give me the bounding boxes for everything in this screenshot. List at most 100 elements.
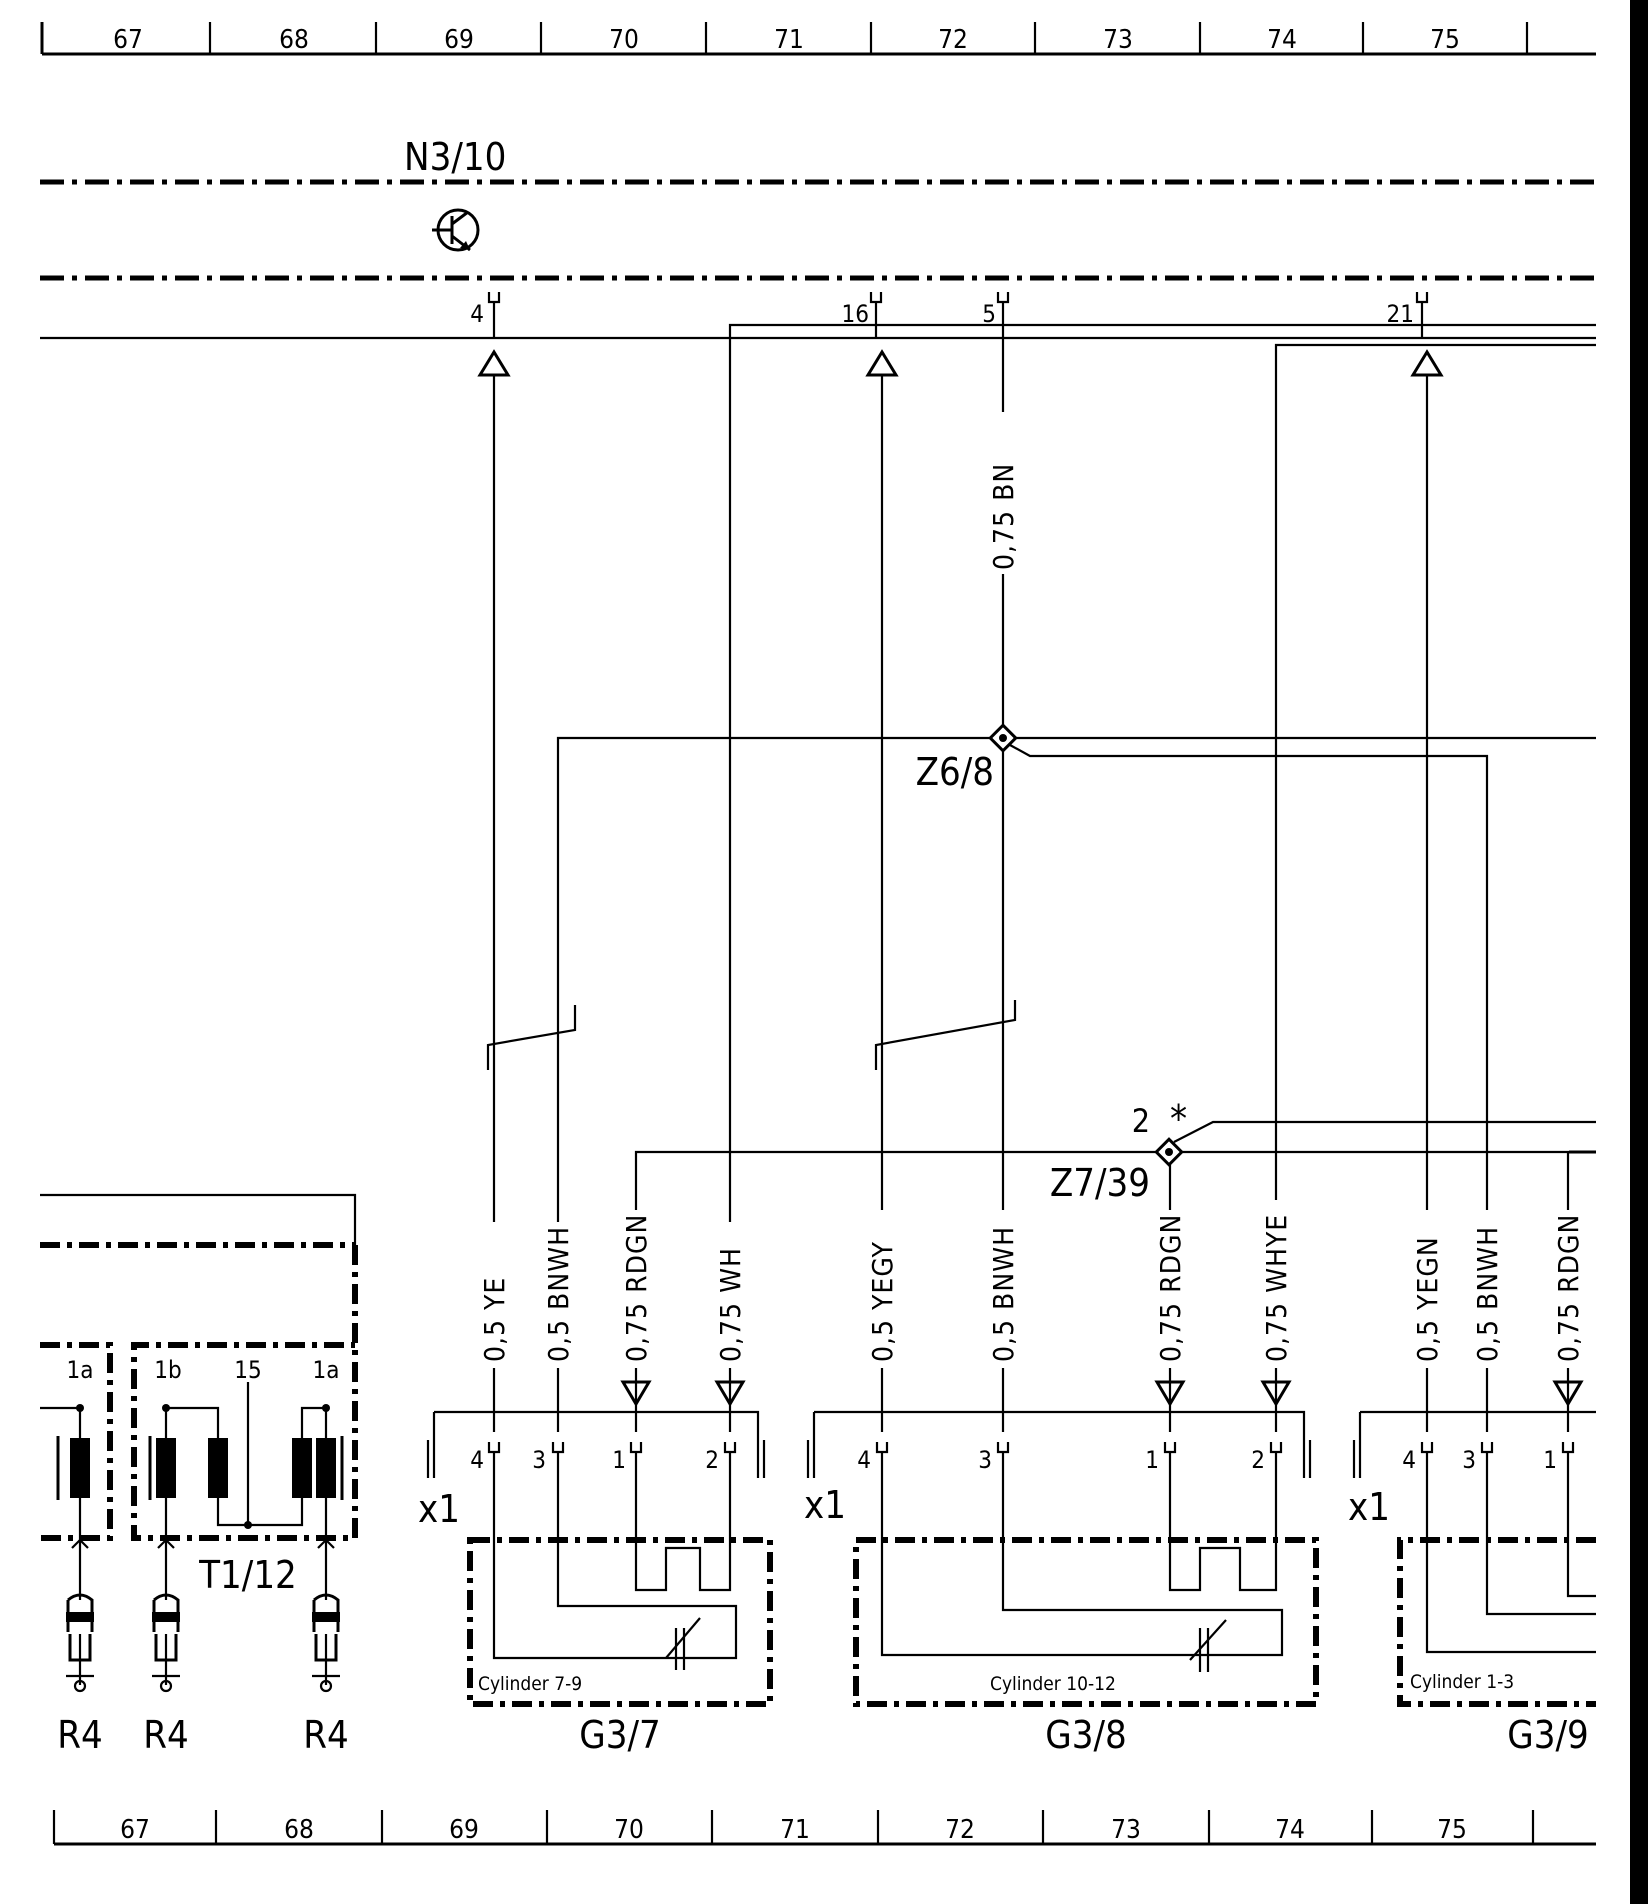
pin-label: 4 [1402,1446,1416,1474]
pin-label: 4 [857,1446,871,1474]
grid-col-71: 71 [774,25,804,55]
wire-label: 0,5 YEGN [1411,1236,1444,1362]
grid-col-72-bottom: 72 [945,1815,975,1845]
terminal-label: 1a [313,1356,340,1384]
grid-col-73: 73 [1103,25,1133,55]
cu-pin-16: 16 [842,300,869,328]
shield-triangle-icon [1552,1380,1584,1407]
terminal-label: 1a [67,1356,94,1384]
sensor-coil-icon [665,1617,701,1670]
spark-plug-icon [66,1593,94,1693]
sensor-coil-icon [1189,1619,1227,1672]
shield-triangle-icon [1260,1380,1292,1407]
grid-col-70: 70 [609,25,639,55]
pin-label: 2 [705,1446,719,1474]
pin-label: 3 [978,1446,992,1474]
grid-col-70-bottom: 70 [614,1815,644,1845]
grid-col-67-bottom: 67 [120,1815,150,1845]
grid-col-75: 75 [1430,25,1460,55]
control-unit-label: N3/10 [404,135,506,179]
wire-label: 0,5 YEGY [866,1241,899,1362]
transistor-icon [432,208,480,252]
spark-plug-icon [152,1593,180,1693]
transformer-label: T1/12 [198,1553,297,1597]
shield-triangle-icon [714,1380,746,1407]
splice-marker-asterisk: * [1170,1097,1187,1141]
sensor-g3-7: 4 3 1 2 x1 Cylinder 7-9 G3/7 [418,1368,773,1757]
grid-col-72: 72 [938,25,968,55]
wire-label-bn: 0,75 BN [987,463,1020,570]
pin-label: 1 [1145,1446,1159,1474]
shield-triangle-icon [1410,349,1444,377]
grid-ruler-top: 67 68 69 70 71 72 73 74 75 [40,22,1596,56]
grid-col-69-bottom: 69 [449,1815,479,1845]
shield-triangle-icon [620,1380,652,1407]
sensor-caption: Cylinder 7-9 [478,1673,582,1695]
wire-label: 0,75 WHYE [1260,1214,1293,1362]
wire-labels: 0,5 YE 0,5 BNWH 0,75 RDGN 0,75 WH 0,5 YE… [478,1200,1586,1370]
transformer-t1-12: 1a 1b 15 1a T1/12 [40,1242,358,1597]
grid-col-75-bottom: 75 [1437,1815,1467,1845]
spark-plug-icon [312,1593,340,1693]
pin-label: 3 [1462,1446,1476,1474]
sensor-name: G3/9 [1507,1713,1589,1757]
wire-routing [40,323,1596,1368]
pin-connector [1415,292,1429,338]
resistor-label: R4 [143,1713,189,1757]
sensor-caption: Cylinder 10-12 [990,1673,1116,1695]
connector-x1-label: x1 [1348,1485,1390,1529]
splice-z6-label: Z6/8 [916,750,994,794]
splice-z7-pin: 2 [1132,1102,1150,1140]
pin-label: 2 [1251,1446,1265,1474]
connector-x1-label: x1 [418,1487,460,1531]
pin-label: 4 [470,1446,484,1474]
wire-label: 0,75 RDGN [1154,1214,1187,1362]
wire-label: 0,75 RDGN [620,1214,653,1362]
grid-col-67: 67 [113,25,143,55]
grid-col-68-bottom: 68 [284,1815,314,1845]
pin-label: 1 [1543,1446,1557,1474]
wire-label: 0,75 RDGN [1552,1214,1585,1362]
grid-ruler-bottom: 67 68 69 70 71 72 73 74 75 [52,1810,1596,1846]
cu-pin-21: 21 [1387,300,1414,328]
cu-pin-5: 5 [982,300,996,328]
splice-z7-39: Z7/39 2 * [1050,1097,1187,1205]
splice-z7-label: Z7/39 [1050,1161,1150,1205]
sensor-caption: Cylinder 1-3 [1410,1671,1514,1693]
splice-z6-8: Z6/8 [916,723,1018,794]
shield-triangle-icon [477,349,511,377]
shield-triangle-icon [1154,1380,1186,1407]
sensor-name: G3/7 [579,1713,661,1757]
grid-col-74-bottom: 74 [1275,1815,1305,1845]
spark-plug-r4-3: R4 [303,1538,349,1757]
connector-x1-label: x1 [804,1483,846,1527]
grid-col-68: 68 [279,25,309,55]
sensor-name: G3/8 [1045,1713,1127,1757]
grid-col-73-bottom: 73 [1111,1815,1141,1845]
grid-col-71-bottom: 71 [780,1815,810,1845]
cu-pin-4: 4 [470,300,484,328]
wire-label: 0,75 WH [714,1247,747,1362]
pin-label: 3 [532,1446,546,1474]
spark-plug-r4-1: R4 [57,1538,103,1757]
spark-plug-r4-2: R4 [143,1538,189,1757]
wire-label: 0,5 BNWH [542,1226,575,1362]
sensor-g3-8: 4 3 1 2 x1 Cylinder 10-12 G3/8 [804,1368,1319,1757]
pin-label: 1 [612,1446,626,1474]
control-unit-n3-10: N3/10 4 16 5 21 [40,135,1596,377]
wire-label: 0,5 BNWH [987,1226,1020,1362]
pin-connector [487,292,501,338]
page-edge-bar [1630,0,1648,1904]
shield-triangle-icon [865,349,899,377]
wire-label: 0,5 YE [478,1277,511,1362]
resistor-label: R4 [303,1713,349,1757]
pin-connector [869,292,883,338]
grid-col-74: 74 [1267,25,1297,55]
terminal-label: 1b [154,1356,181,1384]
pin-connector [996,292,1010,338]
wire-label: 0,5 BNWH [1471,1226,1504,1362]
terminal-label: 15 [234,1356,261,1384]
grid-col-69: 69 [444,25,474,55]
resistor-label: R4 [57,1713,103,1757]
